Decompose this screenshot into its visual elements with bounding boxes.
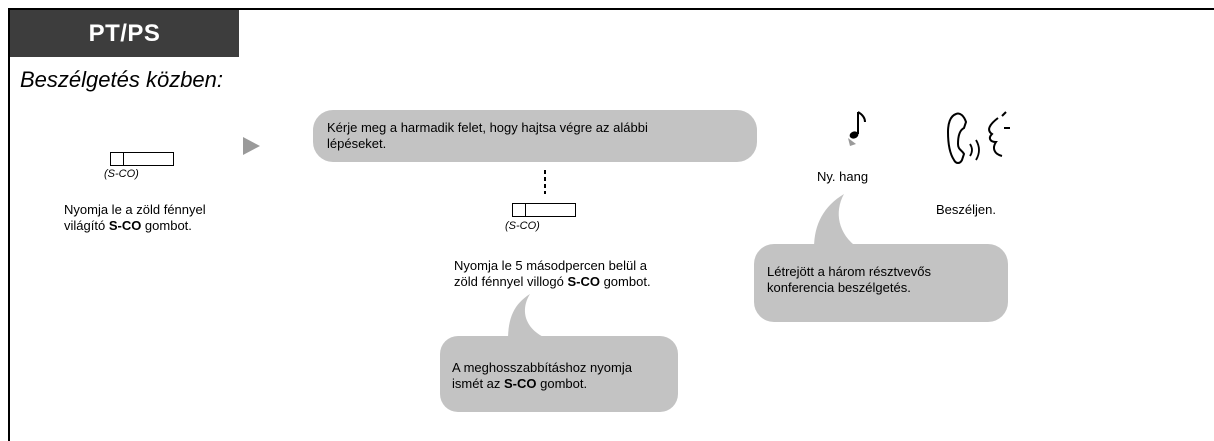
s-co-key-label: (S-CO) <box>104 168 139 180</box>
s-co-key-icon <box>512 203 576 217</box>
music-note-icon <box>848 111 866 146</box>
step2-key-name: S-CO <box>567 274 600 289</box>
extend-callout-bubble <box>440 294 678 412</box>
conference-callout-text: Létrejött a három résztvevős konferencia… <box>767 264 932 295</box>
step2-line1: Nyomja le 5 másodpercen belül a <box>454 258 647 273</box>
step1-line1: Nyomja le a zöld fénnyel <box>64 202 206 217</box>
tone-label: Ny. hang <box>817 169 869 184</box>
section-subtitle: Beszélgetés közben: <box>20 67 224 92</box>
s-co-key-label: (S-CO) <box>505 220 540 232</box>
callout-key-name: S-CO <box>504 376 537 391</box>
conference-callout-bubble <box>754 194 1008 322</box>
s-co-key-icon <box>110 152 174 166</box>
content-frame <box>8 8 1214 441</box>
step1-line2: világító S-CO gombot. <box>64 218 192 233</box>
extend-callout-text: A meghosszabbításhoz nyomja ismét az S-C… <box>452 360 632 391</box>
step1-key-name: S-CO <box>108 218 142 233</box>
dotted-connector <box>544 170 546 194</box>
step2-instruction: Nyomja le 5 másodpercen belül a zöld fén… <box>454 258 651 290</box>
instruction-bubble: Kérje meg a harmadik felet, hogy hajtsa … <box>313 110 757 162</box>
handset-talking-icon <box>946 111 1010 164</box>
talk-label: Beszéljen. <box>936 202 996 217</box>
arrow-right-icon <box>243 137 260 155</box>
step2-line2: zöld fénnyel villogó S-CO gombot. <box>454 274 651 289</box>
header-tab: PT/PS <box>10 10 239 57</box>
step1-instruction: Nyomja le a zöld fénnyel világító S-CO g… <box>64 202 206 234</box>
